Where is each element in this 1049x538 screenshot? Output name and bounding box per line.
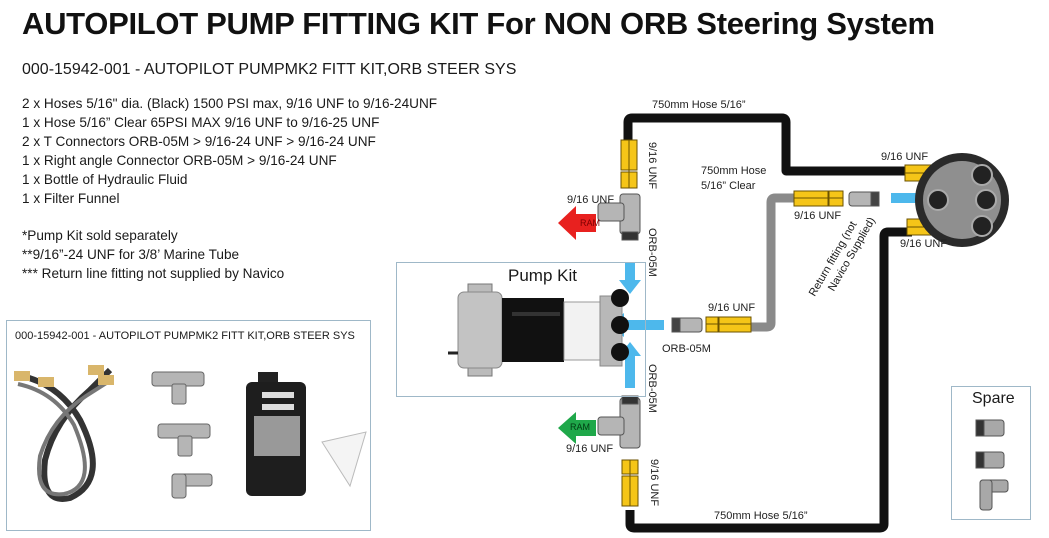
label-hose-clear-2: 5/16” Clear [701, 180, 756, 192]
label-unf-ram-top: 9/16 UNF [567, 194, 615, 206]
footnote: *** Return line fitting not supplied by … [22, 266, 285, 281]
t-connector-top [597, 193, 641, 241]
label-unf-bottom-vertical: 9/16 UNF [648, 459, 660, 507]
kit-contents-list: 2 x Hoses 5/16" dia. (Black) 1500 PSI ma… [22, 94, 437, 208]
spare-box [951, 386, 1031, 520]
label-unf-pump: 9/16 UNF [708, 302, 756, 314]
label-unf-ram-bottom: 9/16 UNF [566, 443, 614, 455]
kit-photo-caption: 000-15942-001 - AUTOPILOT PUMPMK2 FITT K… [15, 330, 355, 342]
label-hose-top: 750mm Hose 5/16” [652, 99, 746, 111]
list-item: 2 x Hoses 5/16" dia. (Black) 1500 PSI ma… [22, 96, 438, 111]
kit-part-number: 000-15942-001 - AUTOPILOT PUMPMK2 FITT K… [22, 61, 517, 78]
list-item: 1 x Right angle Connector ORB-05M > 9/16… [22, 153, 337, 168]
helm-pump-image [915, 153, 1009, 247]
fitting-clear-helm [793, 190, 844, 207]
fitting-bottom-left [621, 459, 639, 507]
ram-arrow-green [558, 412, 596, 444]
hose-clear [738, 193, 800, 332]
ram-arrow-red [558, 206, 596, 240]
page-title: AUTOPILOT PUMP FITTING KIT For NON ORB S… [22, 6, 935, 41]
kit-filter-funnel-image [321, 431, 367, 488]
label-orb-pump: ORB-05M [662, 343, 711, 355]
kit-hoses-image [14, 365, 114, 502]
flow-arrow-down-top [619, 262, 641, 294]
label-ram-green: RAM [570, 422, 590, 432]
spare-fittings-image [975, 419, 1009, 511]
label-orb-bottom: ORB-05M [646, 364, 658, 413]
list-item: 1 x Hose 5/16” Clear 65PSI MAX 9/16 UNF … [22, 115, 380, 130]
label-ram-red: RAM [580, 218, 600, 228]
fitting-clear-pump [705, 316, 752, 333]
list-item: 2 x T Connectors ORB-05M > 9/16-24 UNF >… [22, 134, 376, 149]
footnote: *Pump Kit sold separately [22, 228, 178, 243]
label-unf-helm-top: 9/16 UNF [881, 151, 929, 163]
list-item: 1 x Filter Funnel [22, 191, 120, 206]
label-unf-clear-helm: 9/16 UNF [794, 210, 842, 222]
label-orb-top: ORB-05M [646, 228, 658, 277]
label-unf-helm-bottom: 9/16 UNF [900, 238, 948, 250]
return-fitting [848, 191, 880, 207]
list-item: 1 x Bottle of Hydraulic Fluid [22, 172, 188, 187]
t-connector-bottom [597, 395, 641, 449]
orb-adapter-pump [671, 317, 703, 333]
pump-kit-box [396, 262, 646, 397]
footnote: **9/16”-24 UNF for 3/8’ Marine Tube [22, 247, 240, 262]
kit-t-connectors-image [151, 371, 211, 457]
spare-title: Spare [972, 390, 1015, 407]
kit-right-angle-image [171, 473, 213, 499]
kit-fluid-bottle-image [246, 372, 306, 496]
label-hose-bottom: 750mm Hose 5/16” [714, 510, 808, 522]
hose-top-black [623, 113, 910, 176]
pump-kit-title: Pump Kit [508, 266, 577, 285]
hose-bottom-black [625, 227, 912, 533]
fitting-top-left [620, 139, 638, 189]
pump-motor-image [448, 283, 629, 377]
kit-photo-box [6, 320, 371, 531]
label-unf-top-vertical: 9/16 UNF [646, 142, 658, 190]
label-hose-clear-1: 750mm Hose [701, 165, 767, 177]
footnotes: *Pump Kit sold separately **9/16”-24 UNF… [22, 226, 284, 283]
